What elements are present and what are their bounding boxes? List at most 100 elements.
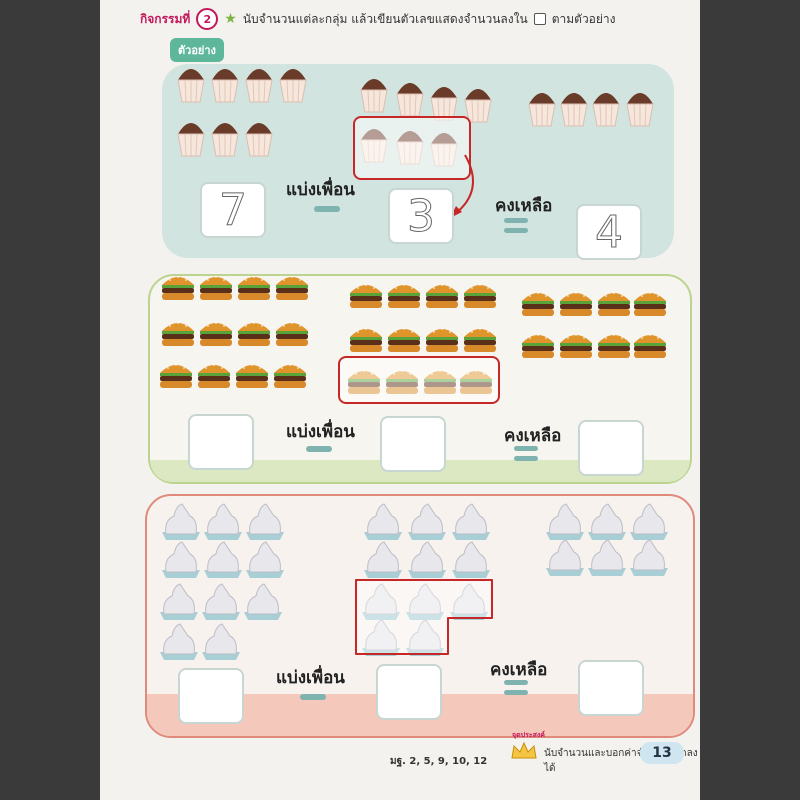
icecream-shared-input[interactable] [376, 664, 442, 720]
burger-icon [198, 364, 230, 388]
burger-icon [634, 334, 666, 358]
burger-icon [426, 284, 458, 308]
icecream-icon [202, 583, 240, 620]
icecream-icon [162, 503, 200, 540]
icecream-icon [406, 583, 444, 620]
cupcake-icon [245, 69, 273, 103]
icecream-icon [408, 503, 446, 540]
icecream-icon [452, 503, 490, 540]
burger-icon [238, 322, 270, 346]
burger-shared-group-highlight [338, 356, 500, 404]
crown-icon [511, 741, 537, 759]
example-share-label: แบ่งเพื่อน [286, 180, 355, 200]
page-number: 13 [640, 742, 684, 764]
burger-icon [350, 328, 382, 352]
activity-header: กิจกรรมที่ 2 ★ นับจำนวนแต่ละกลุ่ม แล้วเข… [140, 4, 700, 34]
icecream-icon [202, 623, 240, 660]
burger-icon [464, 284, 496, 308]
cupcake-icon [279, 69, 307, 103]
objective-label: จุดประสงค์ [512, 731, 545, 739]
example-shared-box: 3 [388, 188, 454, 244]
example-tag: ตัวอย่าง [170, 38, 224, 62]
icecream-icon [364, 541, 402, 578]
instruction-suffix: ตามตัวอย่าง [551, 11, 616, 26]
burger-icon [276, 276, 308, 300]
burger-icon [598, 334, 630, 358]
burger-icon [200, 322, 232, 346]
icecream-share-label: แบ่งเพื่อน [276, 668, 345, 688]
standard-code: มฐ. 2, 5, 9, 10, 12 [390, 756, 488, 767]
burger-icon [162, 322, 194, 346]
burger-remain-input[interactable] [578, 420, 644, 476]
burger-icon [634, 292, 666, 316]
cupcake-icon [430, 87, 458, 121]
minus-sign [314, 206, 340, 212]
burger-icon [522, 334, 554, 358]
burger-icon [238, 276, 270, 300]
icecream-icon [588, 539, 626, 576]
icecream-icon [546, 503, 584, 540]
box-icon [533, 13, 546, 25]
burger-share-label: แบ่งเพื่อน [286, 422, 355, 442]
cupcake-icon [592, 93, 620, 127]
burger-icon [160, 364, 192, 388]
burger-icon [276, 322, 308, 346]
burger-icon [426, 328, 458, 352]
icecream-icon [630, 503, 668, 540]
icecream-icon [160, 623, 198, 660]
burger-icon [598, 292, 630, 316]
cupcake-icon [177, 69, 205, 103]
icecream-icon [246, 541, 284, 578]
icecream-remain-label: คงเหลือ [490, 660, 548, 680]
cupcake-icon [396, 83, 424, 117]
icecream-icon [362, 583, 400, 620]
icecream-total-input[interactable] [178, 668, 244, 724]
icecream-icon [244, 583, 282, 620]
burger-icon [560, 334, 592, 358]
burger-icon [350, 284, 382, 308]
burger-icon [236, 364, 268, 388]
cupcake-icon [245, 123, 273, 157]
burger-icon [274, 364, 306, 388]
equals-sign [504, 218, 528, 234]
activity-prefix: กิจกรรมที่ [140, 11, 191, 26]
icecream-icon [246, 503, 284, 540]
icecream-icon [204, 541, 242, 578]
burger-icon [464, 328, 496, 352]
cupcake-icon [177, 123, 205, 157]
cupcake-icon [560, 93, 588, 127]
icecream-remain-input[interactable] [578, 660, 644, 716]
burger-remain-label: คงเหลือ [504, 426, 562, 446]
cupcake-icon [626, 93, 654, 127]
icecream-shared-group-highlight [355, 579, 493, 655]
activity-number-badge: 2 [196, 8, 219, 30]
burger-shared-input[interactable] [380, 416, 446, 472]
icecream-icon [364, 503, 402, 540]
equals-sign [504, 680, 528, 696]
burger-total-input[interactable] [188, 414, 254, 470]
minus-sign [306, 446, 332, 452]
icecream-icon [588, 503, 626, 540]
worksheet-page: กิจกรรมที่ 2 ★ นับจำนวนแต่ละกลุ่ม แล้วเข… [100, 0, 700, 800]
example-total-box: 7 [200, 182, 266, 238]
shared-group-highlight [353, 116, 471, 180]
objective-text: นับจำนวนและบอกค่าจำนวนที่ลดลงได้ [544, 748, 698, 774]
icecream-icon [160, 583, 198, 620]
cupcake-icon [464, 89, 492, 123]
burger-icon [162, 276, 194, 300]
cupcake-icon [211, 123, 239, 157]
icecream-icon [452, 541, 490, 578]
icecream-icon [204, 503, 242, 540]
burger-icon [388, 284, 420, 308]
instruction-text: นับจำนวนแต่ละกลุ่ม แล้วเขียนตัวเลขแสดงจำ… [242, 11, 528, 26]
cupcake-icon [211, 69, 239, 103]
burger-icon [560, 292, 592, 316]
burger-icon [522, 292, 554, 316]
icecream-icon [162, 541, 200, 578]
icecream-icon [630, 539, 668, 576]
burger-icon [200, 276, 232, 300]
burger-icon [388, 328, 420, 352]
equals-sign [514, 446, 538, 462]
icecream-icon [546, 539, 584, 576]
example-remain-label: คงเหลือ [495, 196, 553, 216]
